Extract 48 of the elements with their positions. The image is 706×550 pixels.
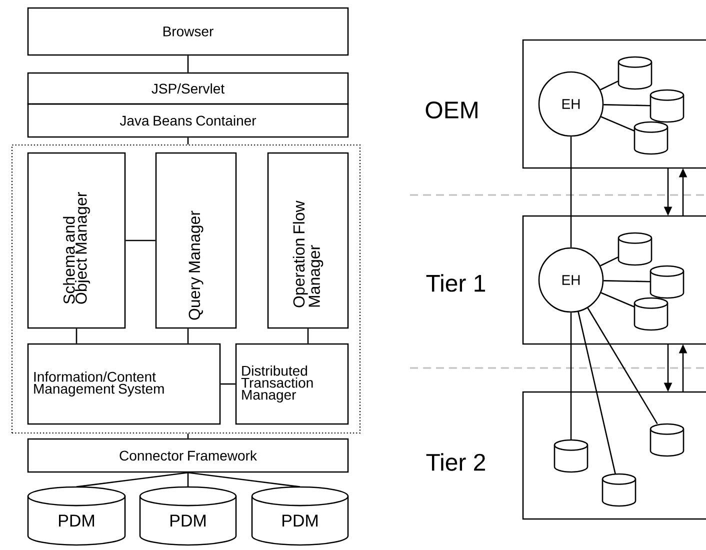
connector-line <box>600 116 635 132</box>
connector-line <box>187 328 189 344</box>
node-label: PDM <box>59 514 94 526</box>
container-frame <box>11 144 361 434</box>
connector-line <box>570 136 572 248</box>
process-box: Query Manager <box>155 152 237 329</box>
connector-line <box>587 308 658 424</box>
database-cylinder <box>650 265 684 299</box>
database-cylinder <box>618 232 652 266</box>
process-box: Operation Flow Manager <box>267 152 349 329</box>
database-cylinder <box>650 89 684 123</box>
process-box: Information/Content Management System <box>27 343 221 425</box>
process-box: Browser <box>27 7 349 56</box>
process-box: Connector Framework <box>27 438 349 473</box>
connector-line <box>188 472 300 488</box>
connector-line <box>600 256 619 266</box>
database-cylinder <box>650 423 684 457</box>
process-box: Java Beans Container <box>27 103 349 138</box>
connector-line <box>187 434 189 438</box>
connector-line <box>307 328 309 344</box>
database-cylinder <box>634 121 668 155</box>
database-cylinder <box>618 56 652 90</box>
connector-line <box>187 56 189 72</box>
connector-line <box>126 240 156 242</box>
connector-line <box>600 80 619 90</box>
connector-line <box>76 328 78 344</box>
database-cylinder <box>602 473 636 507</box>
tier-label: OEM <box>426 102 478 118</box>
database-cylinder: PDM <box>251 486 349 546</box>
connector-line <box>570 312 572 440</box>
database-cylinder: PDM <box>27 486 126 546</box>
node-label: PDM <box>282 514 318 526</box>
database-cylinder <box>634 297 668 331</box>
connector-line <box>578 312 616 474</box>
connector-line <box>220 383 236 385</box>
connector-line <box>604 104 650 106</box>
database-cylinder <box>554 439 588 473</box>
connector-line <box>604 280 650 282</box>
tier-label: Tier 1 <box>426 274 486 292</box>
process-box: JSP/Servlet <box>27 72 349 105</box>
node-label: PDM <box>170 514 206 526</box>
process-box: Distributed Transaction Manager <box>235 343 349 425</box>
connector-line <box>187 472 189 487</box>
connector-line <box>187 138 189 144</box>
connector-line <box>600 292 635 308</box>
database-cylinder: PDM <box>139 486 237 546</box>
process-box: Schema and Object Manager <box>27 152 126 329</box>
tier-label: Tier 2 <box>426 453 485 471</box>
